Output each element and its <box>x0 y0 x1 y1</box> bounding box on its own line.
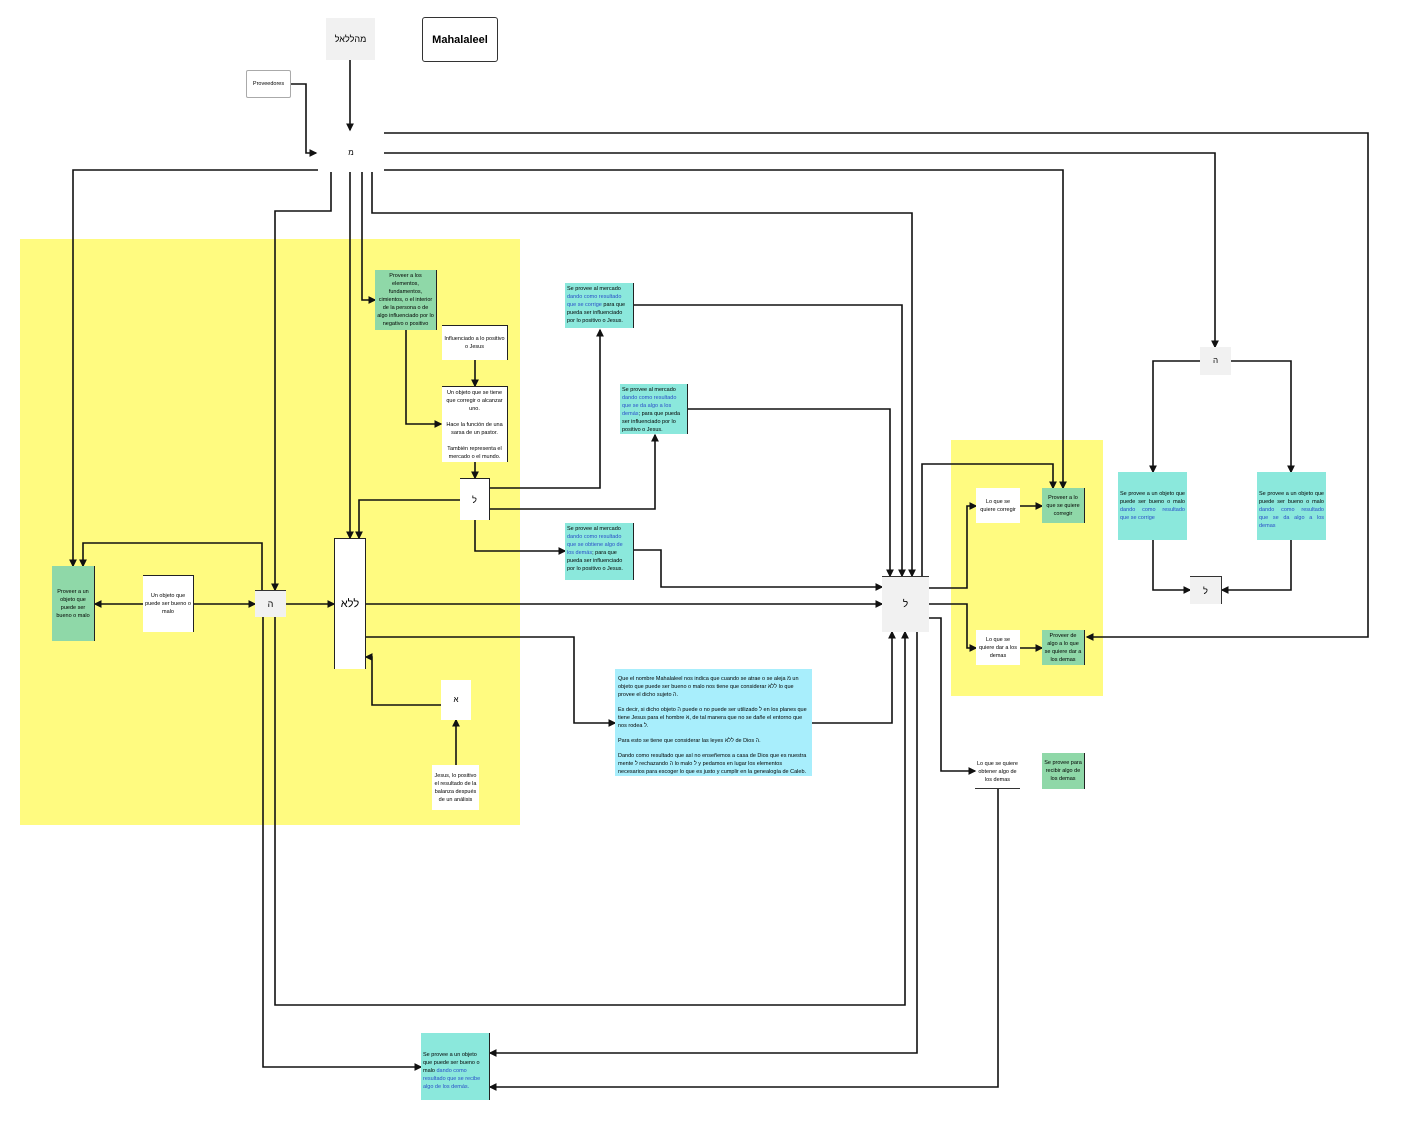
obtener-box[interactable]: Lo que se quiere obtener algo de los dem… <box>975 755 1020 789</box>
text-highlight: dando como resultado que se da algo a lo… <box>622 395 677 417</box>
objeto-corregir-line-1: Un objeto que se tiene que corregir o al… <box>446 389 503 412</box>
node-mem[interactable]: מ <box>318 133 384 172</box>
connector <box>929 617 977 775</box>
text: para que pueda ser influenciado por lo p… <box>567 302 626 324</box>
cyan-corrige-box[interactable]: Se provee al mercado dando como resultad… <box>565 283 634 328</box>
connector <box>69 169 318 568</box>
node-he-left[interactable]: ה <box>255 590 286 617</box>
connector <box>79 542 263 590</box>
connector <box>364 653 441 706</box>
connector <box>634 304 906 578</box>
connector <box>405 330 443 428</box>
connector <box>812 630 896 724</box>
text: Se provee a un objeto que puede ser buen… <box>1259 491 1324 505</box>
text: Se provee a un objeto que puede ser buen… <box>423 1052 480 1074</box>
cyan-left-box[interactable]: Se provee a un objeto que puede ser buen… <box>1118 472 1187 540</box>
influenciado-box[interactable]: Influenciado a lo positivo o Jesus <box>442 325 508 360</box>
connector <box>490 433 659 510</box>
proveer-recibir-box[interactable]: Se provee para recibir algo de los demas <box>1042 753 1085 789</box>
hebrew-name-box[interactable]: מהללאל <box>326 18 375 60</box>
connector <box>1152 540 1192 594</box>
connector <box>384 152 1219 349</box>
cyan-right-box[interactable]: Se provee a un objeto que puede ser buen… <box>1257 472 1326 540</box>
text: Se provee a un objeto que puede ser buen… <box>1120 491 1185 505</box>
explanation-paragraph: Que el nombre Mahalaleel nos indica que … <box>618 676 799 698</box>
node-lla[interactable]: ללא <box>334 538 366 669</box>
un-objeto-box[interactable]: Un objeto que puede ser bueno o malo <box>143 575 194 632</box>
title-box[interactable]: Mahalaleel <box>422 17 498 62</box>
objeto-corregir-box[interactable]: Un objeto que se tiene que corregir o al… <box>442 386 508 462</box>
connector <box>271 172 332 592</box>
text: Se provee al mercado <box>567 526 621 532</box>
connector <box>274 617 909 1006</box>
proveer-objeto-box[interactable]: Proveer a un objeto que puede ser bueno … <box>52 566 95 641</box>
cyan-da-box[interactable]: Se provee al mercado dando como resultad… <box>620 384 688 434</box>
text: ; para que pueda ser influenciado por lo… <box>622 411 681 433</box>
connector <box>929 502 978 589</box>
text: ; para que pueda ser influenciado por lo… <box>567 550 623 572</box>
yellow-zone-left <box>20 239 520 825</box>
connector <box>688 408 894 578</box>
connector <box>488 632 918 1057</box>
connector <box>262 617 423 1071</box>
connector <box>291 83 318 157</box>
connector <box>361 172 377 304</box>
node-alef[interactable]: א <box>441 680 471 720</box>
text-highlight: dando como resultado que se corrige <box>1120 507 1185 521</box>
explanation-text-box[interactable]: Que el nombre Mahalaleel nos indica que … <box>615 669 812 776</box>
dar-box[interactable]: Lo que se quiere dar a los demas <box>976 630 1020 665</box>
text-highlight: dando como resultado que se corrige <box>567 294 622 308</box>
objeto-corregir-line-2: Hace la función de una sarsa de un pasto… <box>446 421 503 436</box>
jesus-positivo-box[interactable]: Jesus, lo positivo el resultado de la ba… <box>432 765 479 810</box>
explanation-paragraph: Es decir, si dicho objeto ה puede o no p… <box>618 707 807 729</box>
proveer-dar-box[interactable]: Proveer de algo a lo que se quiere dar a… <box>1042 630 1085 665</box>
corregir-box[interactable]: Lo que se quiere corregir <box>976 488 1020 523</box>
text: Se provee al mercado <box>567 286 621 292</box>
cyan-obtiene-box[interactable]: Se provee al mercado dando como resultad… <box>565 523 634 580</box>
proveedores-box[interactable]: Proveedores <box>246 70 291 98</box>
objeto-corregir-line-3: También representa el mercado o el mundo… <box>447 445 502 460</box>
node-lamed-small[interactable]: ל <box>460 478 490 520</box>
node-lamed-right[interactable]: ל <box>1190 576 1222 604</box>
explanation-paragraph: Dando como resultado que así no enseñemo… <box>618 753 807 775</box>
text-highlight: dando como resultado que se obtiene algo… <box>567 534 623 556</box>
connector <box>384 169 1067 490</box>
proveer-corregir-box[interactable]: Proveer a lo que se quiere corregir <box>1042 488 1085 523</box>
connector <box>366 636 617 727</box>
connector <box>488 789 999 1091</box>
text-highlight: dando como resultado que se da algo a lo… <box>1259 507 1324 529</box>
explanation-paragraph: Para esto se tiene que considerar las le… <box>618 738 761 744</box>
connector <box>371 172 916 578</box>
bottom-provee-box[interactable]: Se provee a un objeto que puede ser buen… <box>421 1033 490 1100</box>
connector <box>384 132 1369 641</box>
connector <box>634 549 884 591</box>
text: Se provee al mercado <box>622 387 676 393</box>
connector <box>490 328 604 489</box>
connector <box>355 499 460 540</box>
proveer-elementos-box[interactable]: Proveer a los elementos, fundamentos, ci… <box>375 270 437 330</box>
text-highlight: dando como resultado que se recibe algo … <box>423 1068 481 1090</box>
connector <box>1149 360 1200 474</box>
node-he-right[interactable]: ה <box>1200 347 1231 375</box>
connector <box>1231 360 1295 474</box>
connector <box>474 520 567 555</box>
node-lamed-center[interactable]: ל <box>882 576 929 632</box>
connector <box>921 463 1057 576</box>
connector <box>929 603 978 652</box>
connector <box>1220 540 1292 594</box>
